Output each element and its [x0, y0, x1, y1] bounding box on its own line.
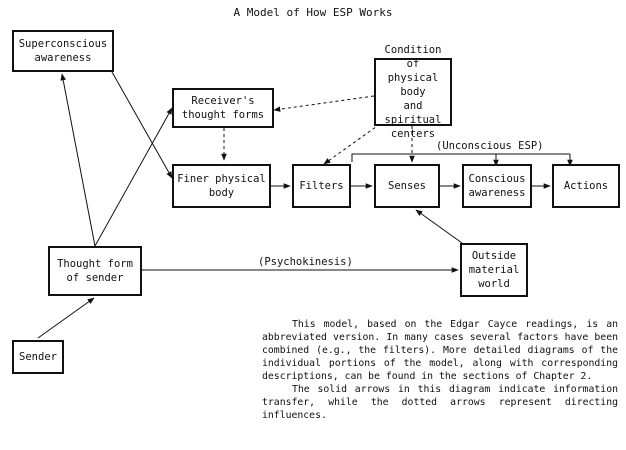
box-actions: Actions — [552, 164, 620, 208]
diagram-title: A Model of How ESP Works — [233, 6, 393, 19]
label-psychokinesis: (Psychokinesis) — [258, 256, 353, 268]
box-outside-material-world: Outside material world — [460, 243, 528, 297]
unconscious-esp-bracket — [351, 153, 570, 162]
arrow-superconscious-to-finer — [111, 71, 173, 179]
box-thought-form-of-sender: Thought form of sender — [48, 246, 142, 296]
box-senses: Senses — [374, 164, 440, 208]
arrow-outside-to-senses — [415, 209, 463, 244]
description-paragraph-1: This model, based on the Edgar Cayce rea… — [262, 319, 618, 382]
box-sender: Sender — [12, 340, 64, 374]
arrow-sender-to-thoughtform — [37, 297, 95, 339]
box-finer-physical-body: Finer physical body — [172, 164, 271, 208]
arrow-thoughtform-to-receiver — [94, 107, 173, 247]
box-condition-physical-body: Condition of physical body and spiritual… — [374, 44, 452, 140]
arrow-thoughtform-to-superconscious — [60, 73, 96, 247]
dotted-condition-to-receiver — [273, 95, 375, 112]
box-superconscious-awareness: Superconscious awareness — [12, 30, 114, 72]
box-conscious-awareness: Conscious awareness — [462, 164, 532, 208]
description-paragraph-2: The solid arrows in this diagram indicat… — [262, 384, 618, 421]
box-receivers-thought-forms: Receiver's thought forms — [172, 88, 274, 128]
label-unconscious-esp: (Unconscious ESP) — [436, 140, 544, 152]
description-text: This model, based on the Edgar Cayce rea… — [262, 318, 618, 422]
box-filters: Filters — [292, 164, 351, 208]
